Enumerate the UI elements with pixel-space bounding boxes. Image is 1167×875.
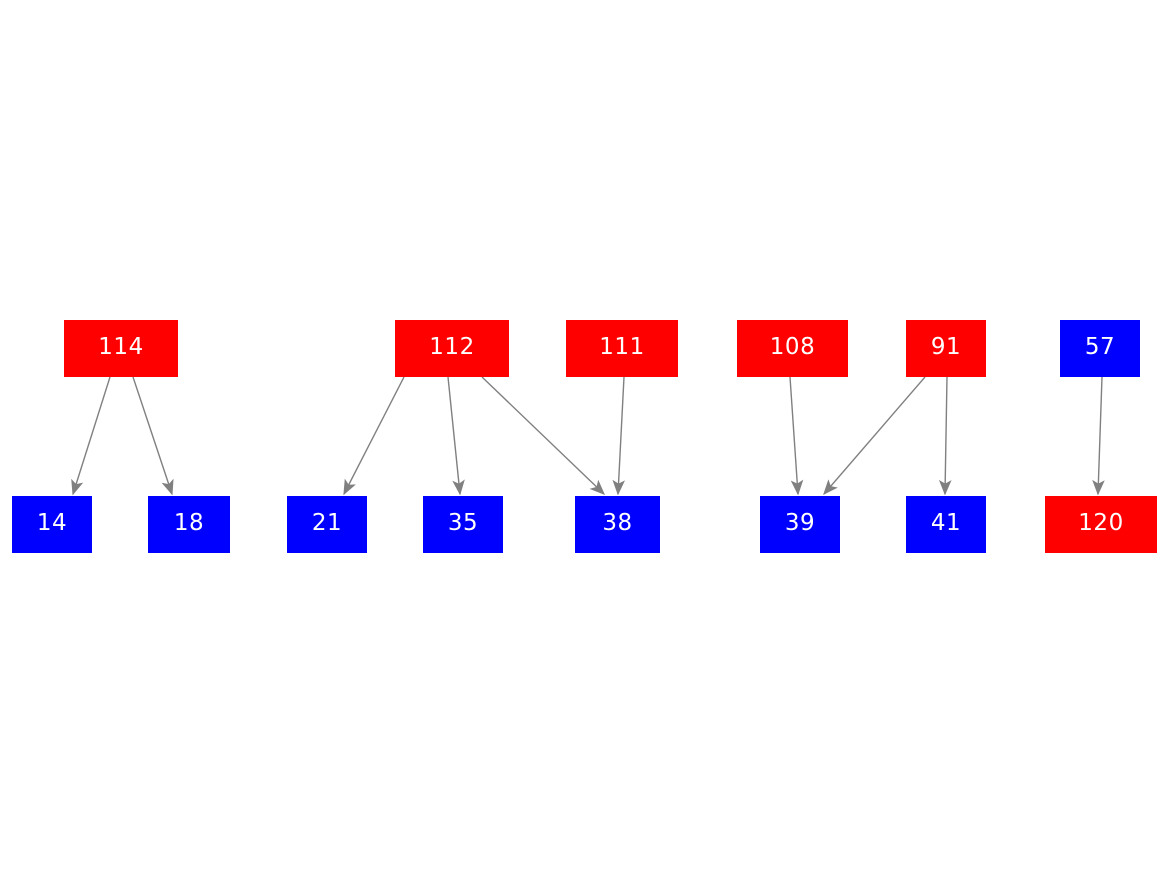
node-label: 39 [784, 510, 816, 536]
node-label: 108 [769, 334, 816, 360]
node-label: 21 [311, 510, 343, 536]
edge-114-to-14 [71, 376, 111, 496]
node-114[interactable]: 114 [64, 320, 178, 377]
node-111[interactable]: 111 [566, 320, 678, 377]
node-label: 35 [447, 510, 479, 536]
node-38[interactable]: 38 [575, 496, 660, 553]
edges-group [71, 376, 1105, 496]
node-label: 112 [429, 334, 475, 360]
node-label: 57 [1084, 334, 1116, 360]
edge-91-to-39 [823, 376, 926, 496]
node-label: 14 [36, 510, 68, 536]
node-label: 18 [173, 510, 205, 536]
node-label: 41 [930, 510, 962, 536]
edge-108-to-39 [789, 376, 804, 496]
node-41[interactable]: 41 [906, 496, 986, 553]
edge-112-to-21 [343, 376, 405, 496]
node-21[interactable]: 21 [287, 496, 367, 553]
edge-114-to-18 [132, 376, 174, 496]
node-label: 114 [98, 334, 144, 360]
node-label: 38 [602, 510, 633, 536]
node-18[interactable]: 18 [148, 496, 230, 553]
node-label: 91 [930, 334, 962, 360]
edge-112-to-38 [481, 376, 606, 495]
node-label: 111 [599, 334, 645, 360]
node-120[interactable]: 120 [1045, 496, 1157, 553]
node-14[interactable]: 14 [12, 496, 92, 553]
node-91[interactable]: 91 [906, 320, 986, 377]
node-label: 120 [1078, 510, 1124, 536]
node-35[interactable]: 35 [423, 496, 503, 553]
edge-91-to-41 [938, 376, 952, 496]
node-108[interactable]: 108 [737, 320, 848, 377]
edge-112-to-35 [447, 376, 465, 496]
edge-111-to-38 [612, 376, 626, 496]
node-57[interactable]: 57 [1060, 320, 1140, 377]
edge-57-to-120 [1092, 376, 1105, 496]
node-112[interactable]: 112 [395, 320, 509, 377]
node-39[interactable]: 39 [760, 496, 840, 553]
